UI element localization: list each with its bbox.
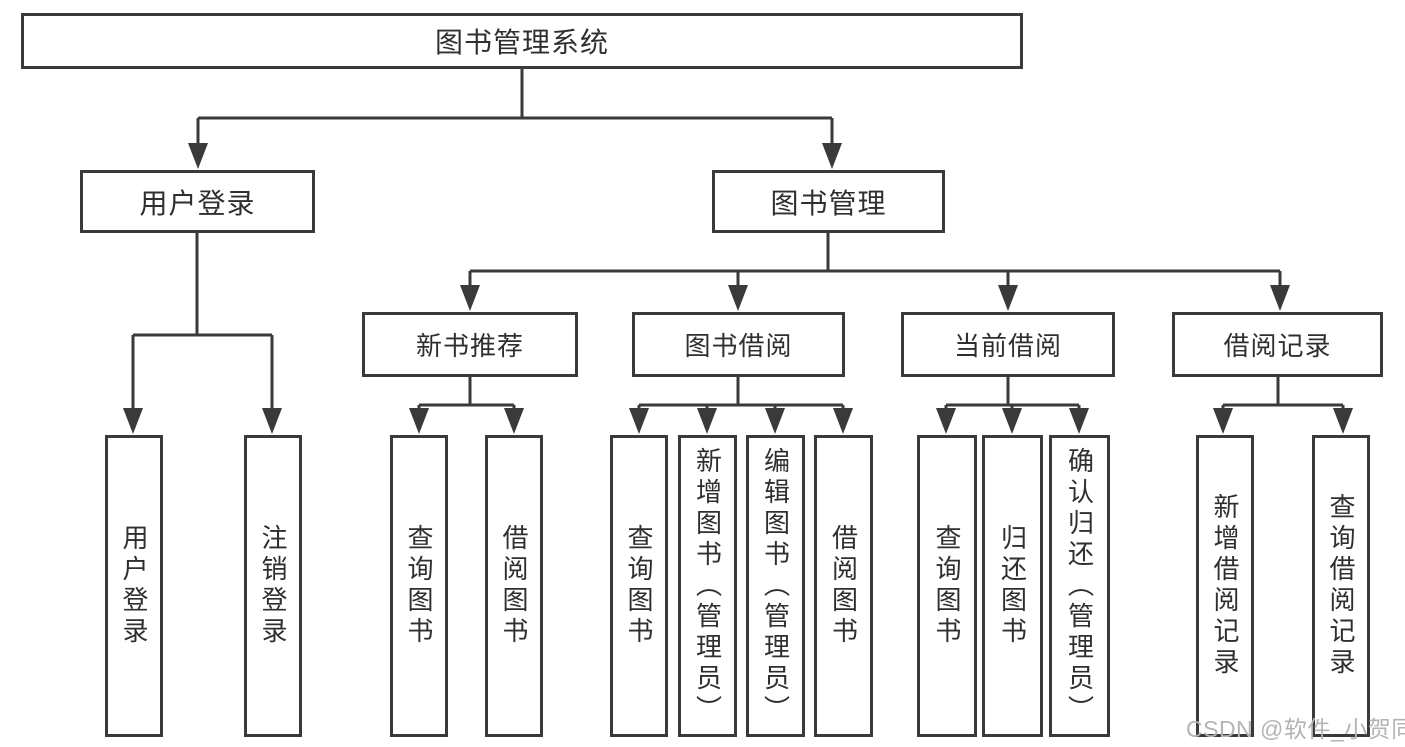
- arrowhead-icons: [123, 143, 1353, 434]
- node-label: 用户登录: [139, 187, 256, 219]
- leaf-label: 确认归还（管理员）: [1064, 446, 1095, 726]
- leaf-query-borrow-record: 查询借阅记录: [1312, 435, 1370, 737]
- leaf-edit-books-admin: 编辑图书（管理员）: [746, 435, 805, 737]
- node-label: 新书推荐: [415, 331, 524, 361]
- leaf-label: 查询图书: [404, 524, 434, 648]
- leaf-label: 新增图书（管理员）: [692, 446, 723, 726]
- node-book-management: 图书管理: [712, 170, 945, 233]
- leaf-confirm-return-admin: 确认归还（管理员）: [1049, 435, 1110, 737]
- leaf-query-books: 查询图书: [917, 435, 977, 737]
- node-book-borrow: 图书借阅: [632, 312, 845, 377]
- leaf-logout: 注销登录: [244, 435, 302, 737]
- node-label: 图书管理: [770, 187, 887, 219]
- node-library-system: 图书管理系统: [21, 13, 1023, 69]
- leaf-borrow-books: 借阅图书: [814, 435, 873, 737]
- leaf-label: 查询图书: [932, 524, 962, 648]
- leaf-query-books: 查询图书: [610, 435, 668, 737]
- node-new-book-recommend: 新书推荐: [362, 312, 578, 377]
- leaf-label: 借阅图书: [499, 524, 529, 648]
- node-user-login: 用户登录: [80, 170, 315, 233]
- leaf-return-books: 归还图书: [982, 435, 1043, 737]
- node-borrow-records: 借阅记录: [1172, 312, 1383, 377]
- leaf-add-borrow-record: 新增借阅记录: [1196, 435, 1254, 737]
- leaf-label: 编辑图书（管理员）: [760, 446, 791, 726]
- leaf-label: 注销登录: [258, 524, 288, 648]
- leaf-label: 借阅图书: [828, 524, 859, 648]
- leaf-label: 查询借阅记录: [1326, 493, 1356, 679]
- leaf-label: 新增借阅记录: [1210, 493, 1240, 679]
- watermark: CSDN @软件_小贺同学: [1186, 716, 1405, 742]
- node-label: 图书借阅: [684, 331, 793, 361]
- leaf-label: 归还图书: [997, 524, 1028, 648]
- leaf-add-books-admin: 新增图书（管理员）: [678, 435, 737, 737]
- leaf-query-books: 查询图书: [390, 435, 448, 737]
- node-label: 当前借阅: [953, 331, 1062, 361]
- leaf-user-login: 用户登录: [105, 435, 163, 737]
- leaf-label: 用户登录: [119, 524, 149, 648]
- leaf-label: 查询图书: [624, 524, 654, 648]
- leaf-borrow-books: 借阅图书: [485, 435, 543, 737]
- node-label: 图书管理系统: [434, 27, 609, 58]
- node-label: 借阅记录: [1223, 331, 1332, 361]
- node-current-borrow: 当前借阅: [901, 312, 1115, 377]
